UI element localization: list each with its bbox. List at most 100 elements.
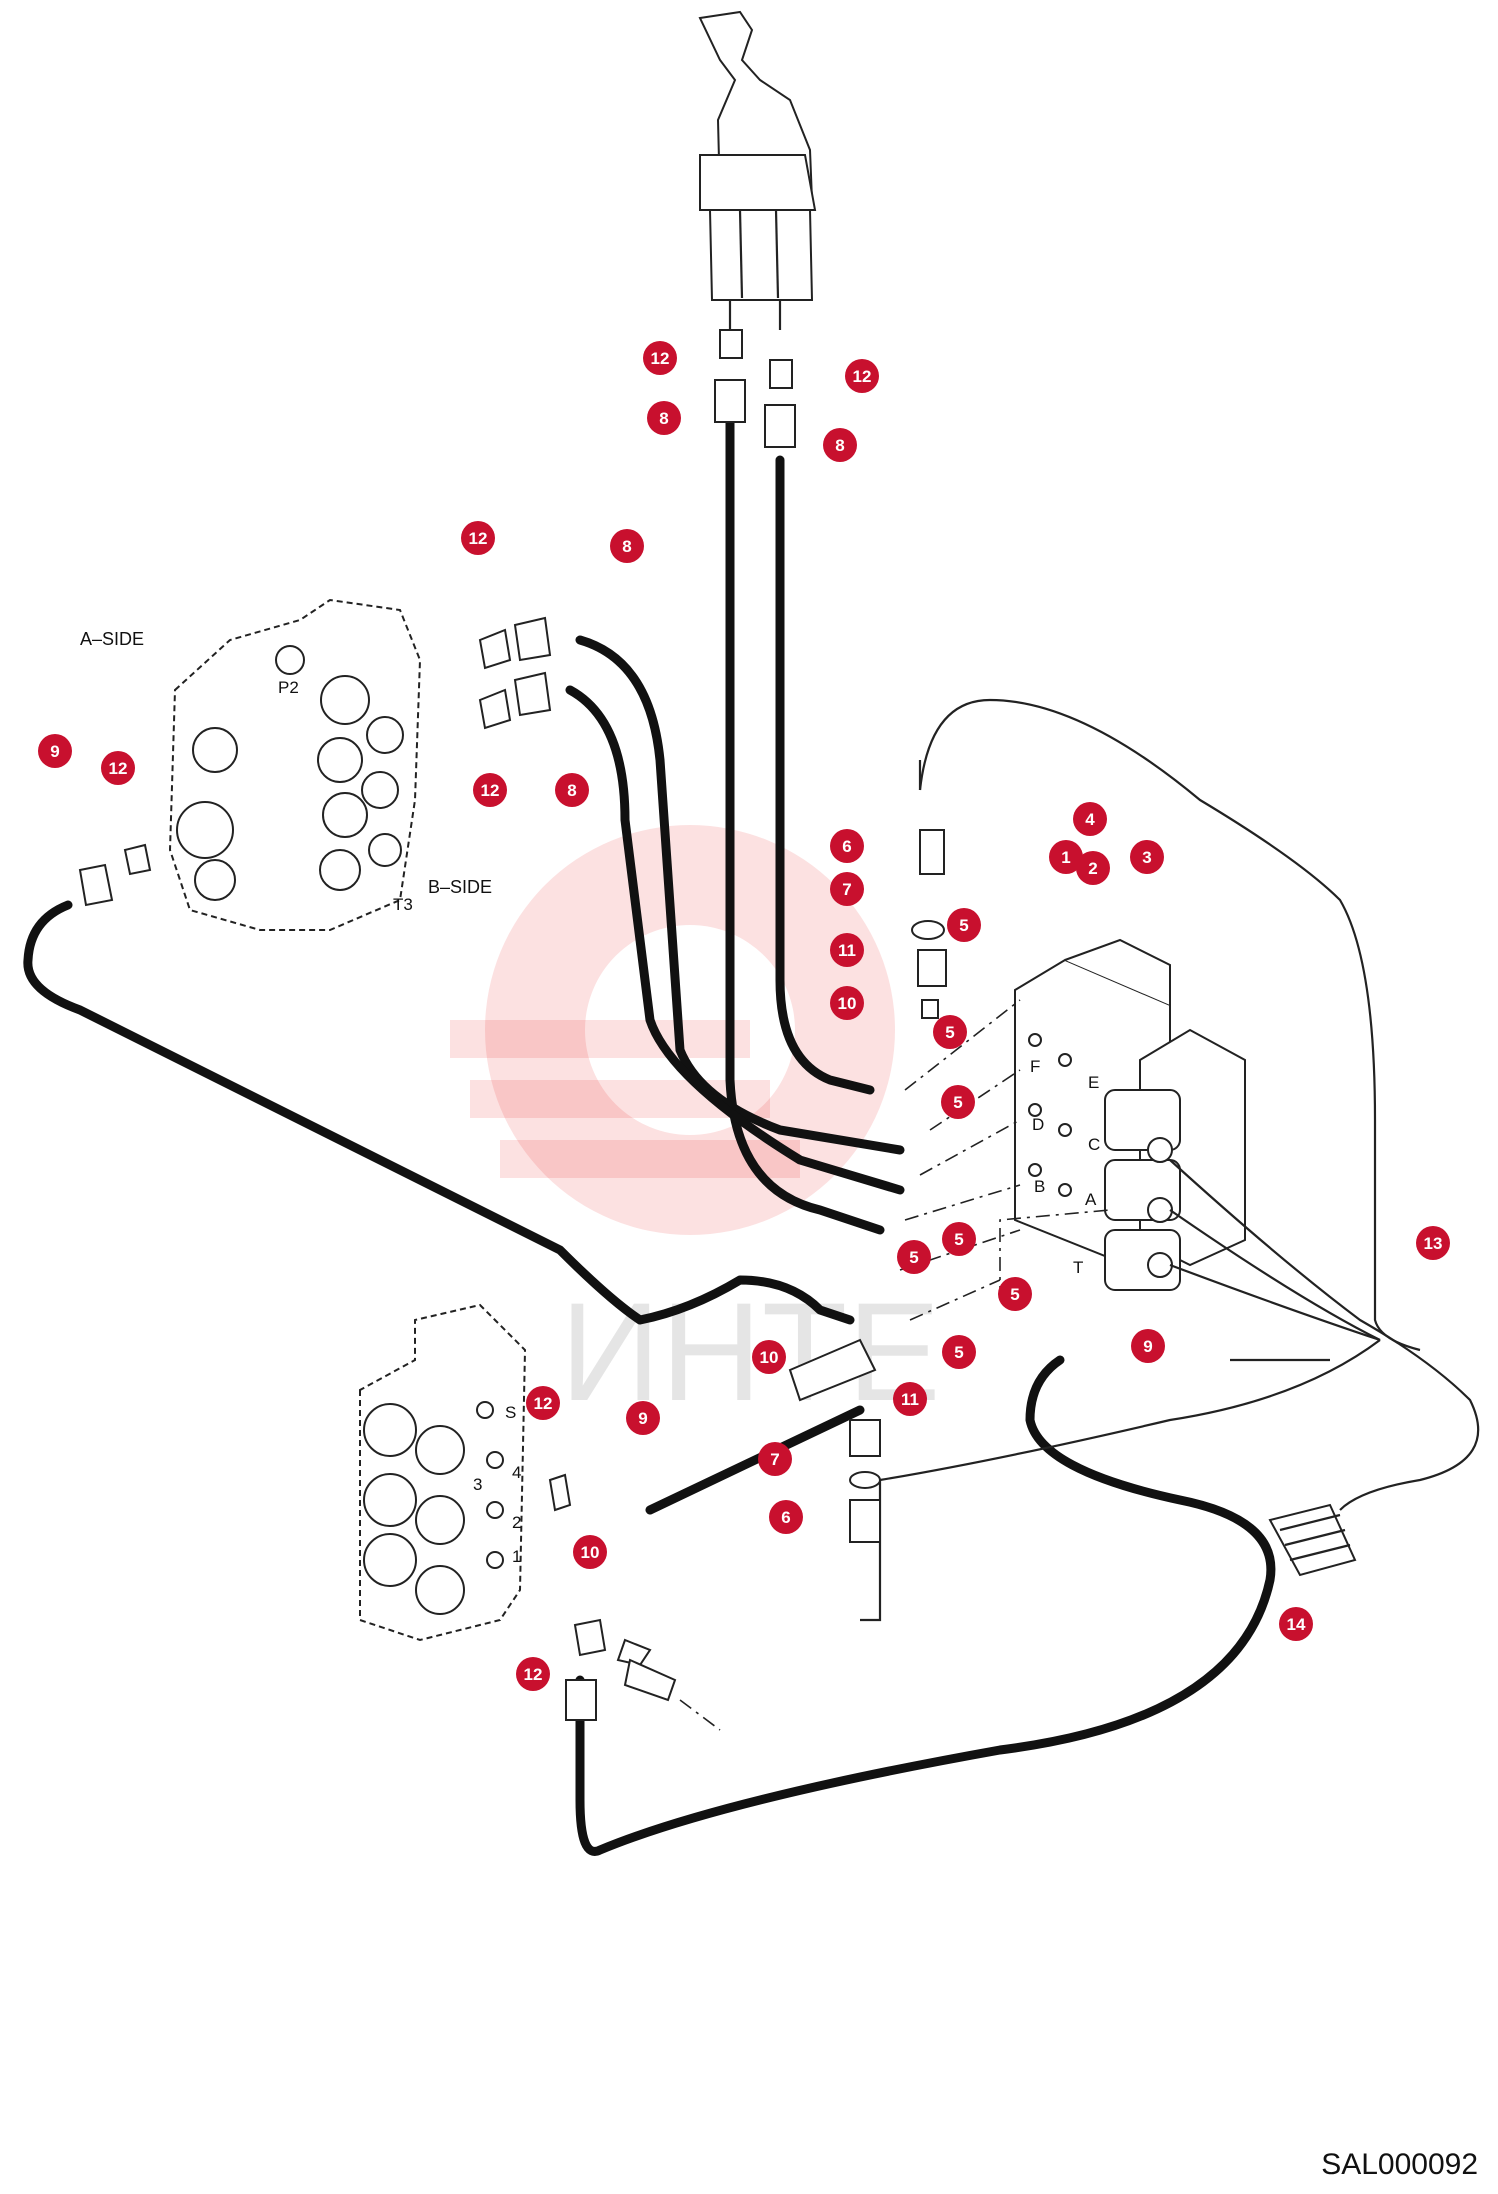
callout-badge: 5: [998, 1277, 1032, 1311]
callout-badge: 12: [516, 1657, 550, 1691]
svg-text:8: 8: [622, 537, 631, 556]
callout-badge: 8: [610, 529, 644, 563]
svg-text:14: 14: [1287, 1615, 1306, 1634]
svg-text:9: 9: [50, 742, 59, 761]
svg-text:5: 5: [954, 1230, 963, 1249]
svg-text:5: 5: [953, 1093, 962, 1112]
port-d-label: D: [1032, 1115, 1044, 1134]
callout-badge: 5: [941, 1085, 975, 1119]
callout-badge: 12: [101, 751, 135, 785]
svg-text:7: 7: [842, 880, 851, 899]
port-c-label: C: [1088, 1135, 1100, 1154]
drawing-id: SAL000092: [1321, 2148, 1478, 2181]
svg-text:8: 8: [567, 781, 576, 800]
watermark-logo: ИНТЕ: [450, 825, 941, 1430]
svg-text:5: 5: [954, 1343, 963, 1362]
callouts: 12 12 8 8 12 8 12 8 9 12 6 7 11 10 5 5 5…: [38, 341, 1450, 1691]
svg-text:3: 3: [1142, 848, 1151, 867]
svg-text:1: 1: [1061, 848, 1070, 867]
callout-badge: 5: [947, 908, 981, 942]
main-control-valve: [168, 598, 422, 931]
callout-badge: 10: [573, 1535, 607, 1569]
svg-text:2: 2: [1088, 859, 1097, 878]
svg-text:5: 5: [959, 916, 968, 935]
callout-badge: 7: [830, 872, 864, 906]
watermark-text: ИНТЕ: [560, 1273, 941, 1430]
svg-text:5: 5: [1010, 1285, 1019, 1304]
svg-text:10: 10: [581, 1543, 600, 1562]
callout-badge: 2: [1076, 851, 1110, 885]
solenoid-valve-block: [1014, 938, 1246, 1291]
svg-text:11: 11: [901, 1390, 919, 1409]
port-3-label: 3: [473, 1475, 482, 1494]
svg-text:11: 11: [838, 941, 856, 960]
hydraulic-hoses: [23, 405, 1276, 1856]
callout-badge: 12: [845, 359, 879, 393]
callout-badge: 10: [830, 986, 864, 1020]
callout-badge: 5: [933, 1015, 967, 1049]
callout-badge: 11: [893, 1382, 927, 1416]
callout-badge: 3: [1130, 840, 1164, 874]
svg-text:13: 13: [1424, 1234, 1443, 1253]
callout-badge: 8: [647, 401, 681, 435]
svg-text:9: 9: [638, 1409, 647, 1428]
a-side-label: A–SIDE: [80, 629, 144, 649]
svg-text:12: 12: [524, 1665, 543, 1684]
svg-text:12: 12: [651, 349, 670, 368]
svg-text:12: 12: [109, 759, 128, 778]
callout-badge: 9: [1131, 1329, 1165, 1363]
port-s-label: S: [505, 1403, 516, 1422]
callout-badge: 12: [461, 521, 495, 555]
port-labels: A–SIDE B–SIDE P2 T3 F E D C B A T S 3 4 …: [80, 629, 1100, 1566]
svg-text:5: 5: [909, 1248, 918, 1267]
svg-text:6: 6: [781, 1508, 790, 1527]
lower-valve-block: [359, 1303, 527, 1642]
port-t3-label: T3: [393, 895, 413, 914]
fittings: [78, 329, 1111, 1731]
svg-text:4: 4: [1085, 810, 1095, 829]
b-side-label: B–SIDE: [428, 877, 492, 897]
port-e-label: E: [1088, 1073, 1099, 1092]
callout-badge: 5: [897, 1240, 931, 1274]
port-2-label: 2: [512, 1513, 521, 1532]
callout-badge: 7: [758, 1442, 792, 1476]
callout-badge: 6: [830, 829, 864, 863]
joystick-handle: [698, 10, 817, 330]
svg-text:10: 10: [760, 1348, 779, 1367]
callout-badge: 5: [942, 1335, 976, 1369]
electrical-wiring: [860, 698, 1480, 1622]
callout-badge: 12: [526, 1386, 560, 1420]
svg-text:6: 6: [842, 837, 851, 856]
port-a-label: A: [1085, 1190, 1097, 1209]
svg-text:9: 9: [1143, 1337, 1152, 1356]
connector-plug: [1268, 1503, 1357, 1577]
callout-badge: 8: [823, 428, 857, 462]
callout-badge: 5: [942, 1222, 976, 1256]
callout-badge: 14: [1279, 1607, 1313, 1641]
svg-text:12: 12: [469, 529, 488, 548]
callout-badge: 10: [752, 1340, 786, 1374]
svg-text:10: 10: [838, 994, 857, 1013]
port-1-label: 1: [512, 1547, 521, 1566]
callout-badge: 6: [769, 1500, 803, 1534]
callout-badge: 4: [1073, 802, 1107, 836]
port-4-label: 4: [512, 1463, 521, 1482]
svg-text:12: 12: [481, 781, 500, 800]
svg-text:12: 12: [853, 367, 872, 386]
svg-text:8: 8: [835, 436, 844, 455]
callout-badge: 8: [555, 773, 589, 807]
callout-badge: 12: [473, 773, 507, 807]
callout-badge: 9: [626, 1401, 660, 1435]
callout-badge: 13: [1416, 1226, 1450, 1260]
callout-badge: 9: [38, 734, 72, 768]
port-f-label: F: [1030, 1057, 1040, 1076]
callout-badge: 12: [643, 341, 677, 375]
port-p2-label: P2: [278, 678, 299, 697]
svg-text:7: 7: [770, 1450, 779, 1469]
svg-text:8: 8: [659, 409, 668, 428]
callout-badge: 1: [1049, 840, 1083, 874]
svg-text:12: 12: [534, 1394, 553, 1413]
port-b-label: B: [1034, 1177, 1045, 1196]
port-t-label: T: [1073, 1258, 1083, 1277]
